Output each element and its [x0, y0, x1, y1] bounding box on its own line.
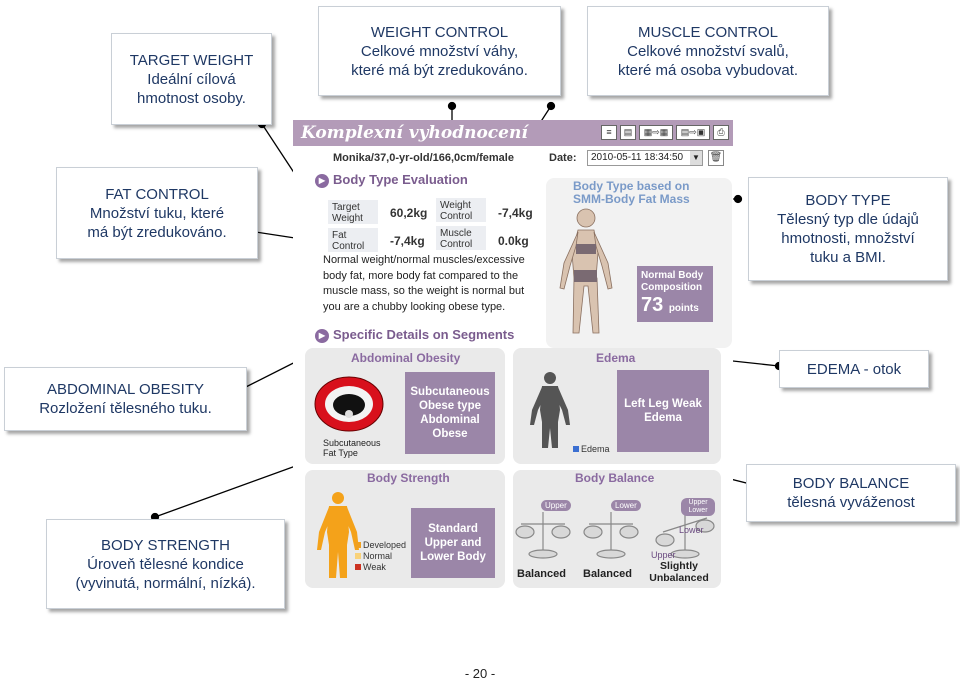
muscle-control-label: Muscle Control	[436, 226, 486, 250]
callout-body-balance: BODY BALANCE tělesná vyváženost	[746, 464, 956, 522]
target-weight-value: 60,2kg	[390, 206, 428, 220]
evaluation-text: Normal weight/normal muscles/excessive b…	[323, 254, 525, 313]
legend-swatch	[355, 542, 361, 548]
abdomen-scan-icon	[314, 376, 384, 432]
compare-icon[interactable]: ▦⇨▦	[639, 125, 673, 140]
balance-tag: Upper	[541, 500, 571, 511]
edema-legend: Edema	[573, 444, 610, 455]
callout-muscle-control: MUSCLE CONTROL Celkové množství svalů, k…	[587, 6, 829, 96]
strength-body-icon	[317, 492, 359, 578]
callout-body-strength: BODY STRENGTH Úroveň tělesné kondice (vy…	[46, 519, 285, 609]
muscle-control-value: 0.0kg	[498, 234, 529, 248]
dot-muscle-control	[546, 101, 556, 111]
body-figure-icon	[559, 208, 613, 334]
callout-fat-control: FAT CONTROL Množství tuku, které má být …	[56, 167, 258, 259]
play-icon: ▶	[315, 329, 329, 343]
abdominal-result: Subcutaneous Obese type Abdominal Obese	[405, 372, 495, 454]
strength-title: Body Strength	[367, 471, 450, 485]
trash-icon[interactable]: 🗑	[708, 150, 724, 166]
report-header: Komplexní vyhodnocení ≡ ▤ ▦⇨▦ ▤⇨▣ ⎙	[293, 120, 733, 146]
legend-swatch	[355, 564, 361, 570]
document-icon[interactable]: ▤	[620, 125, 636, 140]
score-unit: points	[668, 303, 699, 314]
fat-control-value: -7,4kg	[390, 234, 425, 248]
balance-label-2: Balanced	[583, 568, 632, 580]
legend-swatch	[355, 553, 361, 559]
callout-target-weight: TARGET WEIGHT Ideální cílová hmotnost os…	[111, 33, 272, 125]
weight-control-label: Weight Control	[436, 198, 486, 222]
balance-tag: Lower	[611, 500, 641, 511]
callout-abdominal-obesity: ABDOMINAL OBESITY Rozložení tělesného tu…	[4, 367, 247, 431]
date-select[interactable]: 2010-05-11 18:34:50 ▼	[587, 150, 703, 166]
balance-tag: Upper Lower	[681, 498, 715, 516]
date-value: 2010-05-11 18:34:50	[591, 152, 684, 163]
list-icon[interactable]: ≡	[601, 125, 617, 140]
strength-result: Standard Upper and Lower Body	[411, 508, 495, 578]
abdominal-title: Abdominal Obesity	[351, 351, 461, 365]
score-value: 73	[641, 294, 664, 316]
report-screenshot: Komplexní vyhodnocení ≡ ▤ ▦⇨▦ ▤⇨▣ ⎙ Moni…	[293, 120, 733, 600]
target-weight-label: Target Weight	[328, 200, 378, 224]
legend-swatch	[573, 446, 579, 452]
edema-body-icon	[530, 372, 570, 448]
callout-body-type: BODY TYPE Tělesný typ dle údajů hmotnost…	[748, 177, 948, 281]
callout-weight-control: WEIGHT CONTROL Celkové množství váhy, kt…	[318, 6, 561, 96]
dot-weight-control	[447, 101, 457, 111]
edema-title: Edema	[596, 351, 636, 365]
score-label: Normal Body Composition	[641, 270, 704, 293]
report-toolbar: ≡ ▤ ▦⇨▦ ▤⇨▣ ⎙	[601, 125, 729, 140]
abdominal-caption: Subcutaneous Fat Type	[323, 438, 381, 458]
subject-info: Monika/37,0-yr-old/166,0cm/female	[333, 152, 514, 164]
body-type-title: Body Type based on SMM-Body Fat Mass	[573, 179, 690, 206]
report-title: Komplexní vyhodnocení	[301, 123, 528, 143]
edema-result: Left Leg Weak Edema	[617, 370, 709, 452]
balance-panel	[513, 470, 721, 588]
balance-tag: Upper	[651, 550, 676, 560]
balance-scales-icon	[515, 512, 715, 559]
section-specific-details: ▶Specific Details on Segments	[315, 327, 514, 343]
weight-control-value: -7,4kg	[498, 206, 533, 220]
date-label: Date:	[549, 152, 577, 164]
score-box: Normal Body Composition 73 points	[637, 266, 713, 322]
callout-edema: EDEMA - otok	[779, 350, 929, 388]
dot-body-type	[733, 194, 743, 204]
balance-title: Body Balance	[575, 471, 655, 485]
print-icon[interactable]: ⎙	[713, 125, 729, 140]
strength-legend: Developed Normal Weak	[355, 540, 406, 573]
export-icon[interactable]: ▤⇨▣	[676, 125, 710, 140]
balance-tag: Lower	[679, 525, 704, 535]
chevron-down-icon[interactable]: ▼	[690, 151, 702, 165]
balance-label-3: Slightly Unbalanced	[649, 560, 709, 584]
play-icon: ▶	[315, 174, 329, 188]
balance-label-1: Balanced	[517, 568, 566, 580]
fat-control-label: Fat Control	[328, 228, 378, 252]
page-number: - 20 -	[464, 666, 496, 681]
section-body-type-evaluation: ▶Body Type Evaluation	[315, 172, 468, 188]
